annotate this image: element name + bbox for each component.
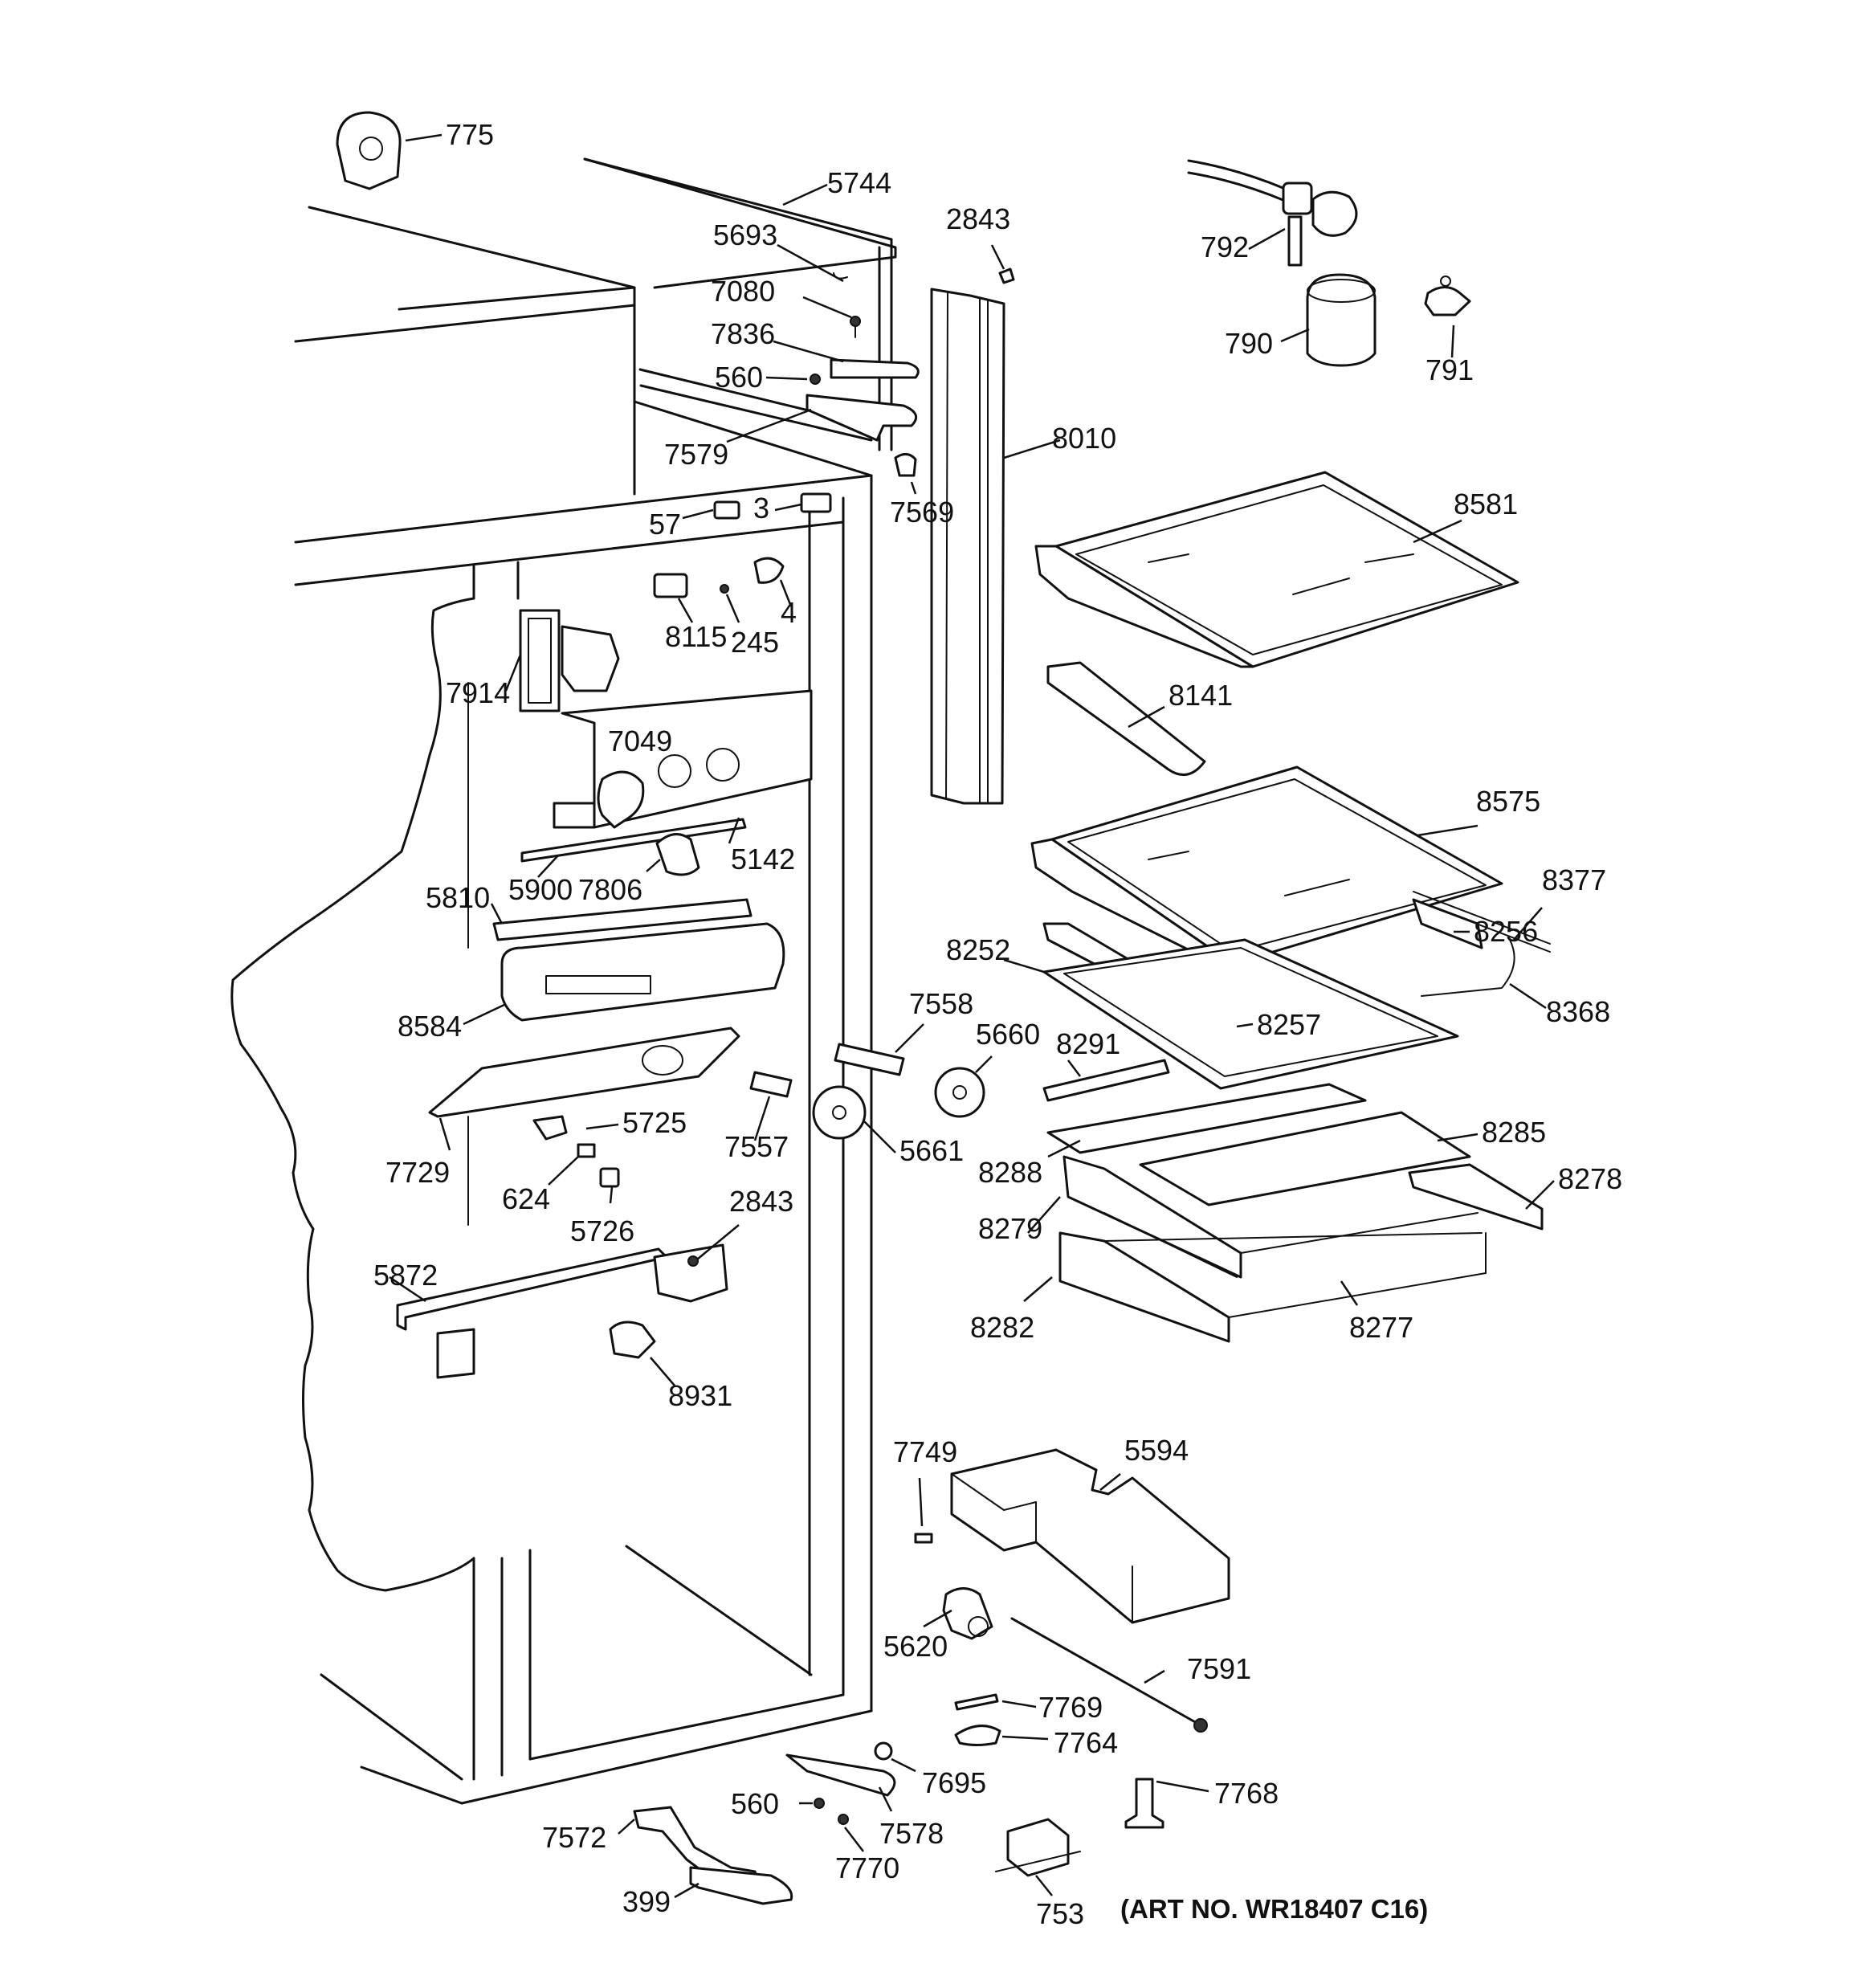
- label-8288: 8288: [978, 1156, 1042, 1189]
- label-8010: 8010: [1052, 422, 1116, 455]
- label-775: 775: [446, 118, 494, 151]
- label-8256: 8256: [1474, 915, 1538, 948]
- label-8115: 8115: [665, 620, 727, 653]
- label-7080: 7080: [711, 275, 775, 308]
- label-7579: 7579: [664, 438, 728, 471]
- label-8368: 8368: [1546, 995, 1610, 1028]
- label-7557: 7557: [724, 1130, 789, 1163]
- label-399: 399: [622, 1885, 671, 1918]
- label-5693: 5693: [713, 218, 777, 251]
- label-8285: 8285: [1482, 1116, 1546, 1149]
- label-7806: 7806: [578, 873, 642, 906]
- label-8141: 8141: [1169, 679, 1233, 712]
- label-7591: 7591: [1187, 1652, 1251, 1685]
- label-7049: 7049: [608, 725, 672, 757]
- label-8575: 8575: [1476, 785, 1540, 818]
- label-5594: 5594: [1124, 1434, 1189, 1467]
- label-8252: 8252: [946, 933, 1010, 966]
- label-791: 791: [1425, 353, 1474, 386]
- label-5620: 5620: [883, 1630, 948, 1663]
- label-624: 624: [502, 1182, 550, 1215]
- label-5872: 5872: [373, 1259, 438, 1292]
- label-753: 753: [1036, 1897, 1084, 1930]
- label-7769: 7769: [1038, 1691, 1103, 1724]
- label-245: 245: [731, 626, 779, 659]
- label-7768: 7768: [1214, 1777, 1279, 1810]
- label-3: 3: [753, 492, 769, 525]
- label-5810: 5810: [426, 881, 490, 914]
- label-8257: 8257: [1257, 1008, 1321, 1041]
- label-8377: 8377: [1542, 863, 1606, 896]
- cabinet-outline: [230, 157, 897, 1805]
- label-8581: 8581: [1454, 488, 1518, 520]
- leader-lines: [389, 133, 1555, 1899]
- label-7578: 7578: [879, 1817, 944, 1850]
- label-7914: 7914: [446, 676, 510, 709]
- label-7770: 7770: [835, 1851, 899, 1884]
- label-8279: 8279: [978, 1212, 1042, 1245]
- label-8291: 8291: [1056, 1027, 1120, 1060]
- label-8931: 8931: [668, 1379, 732, 1412]
- label-5661: 5661: [899, 1134, 964, 1167]
- label-57: 57: [649, 508, 681, 541]
- label-5725: 5725: [622, 1106, 687, 1139]
- label-2843: 2843: [946, 202, 1010, 235]
- label-2843-b: 2843: [729, 1185, 793, 1218]
- label-8277: 8277: [1349, 1311, 1413, 1344]
- art-number: (ART NO. WR18407 C16): [1120, 1894, 1428, 1924]
- label-8584: 8584: [398, 1010, 462, 1043]
- label-7569: 7569: [890, 496, 954, 529]
- label-5142: 5142: [731, 843, 795, 876]
- part-labels: 775 5744 5693 7080 7836 560 7579 2843 80…: [373, 118, 1622, 1930]
- label-560: 560: [715, 361, 763, 394]
- label-792: 792: [1201, 231, 1249, 263]
- label-8278: 8278: [1558, 1162, 1622, 1195]
- part-illustrations: [336, 111, 1551, 1905]
- label-7558: 7558: [909, 987, 973, 1020]
- label-4: 4: [781, 596, 797, 629]
- label-7836: 7836: [711, 317, 775, 350]
- label-7729: 7729: [385, 1156, 450, 1189]
- label-560-b: 560: [731, 1787, 779, 1820]
- label-7695: 7695: [922, 1766, 986, 1799]
- label-5744: 5744: [827, 166, 891, 199]
- label-5726: 5726: [570, 1214, 634, 1247]
- label-790: 790: [1225, 327, 1273, 360]
- label-7764: 7764: [1054, 1726, 1118, 1759]
- label-7749: 7749: [893, 1435, 957, 1468]
- label-5900: 5900: [508, 873, 573, 906]
- label-7572: 7572: [542, 1821, 606, 1854]
- label-8282: 8282: [970, 1311, 1034, 1344]
- label-5660: 5660: [976, 1018, 1040, 1051]
